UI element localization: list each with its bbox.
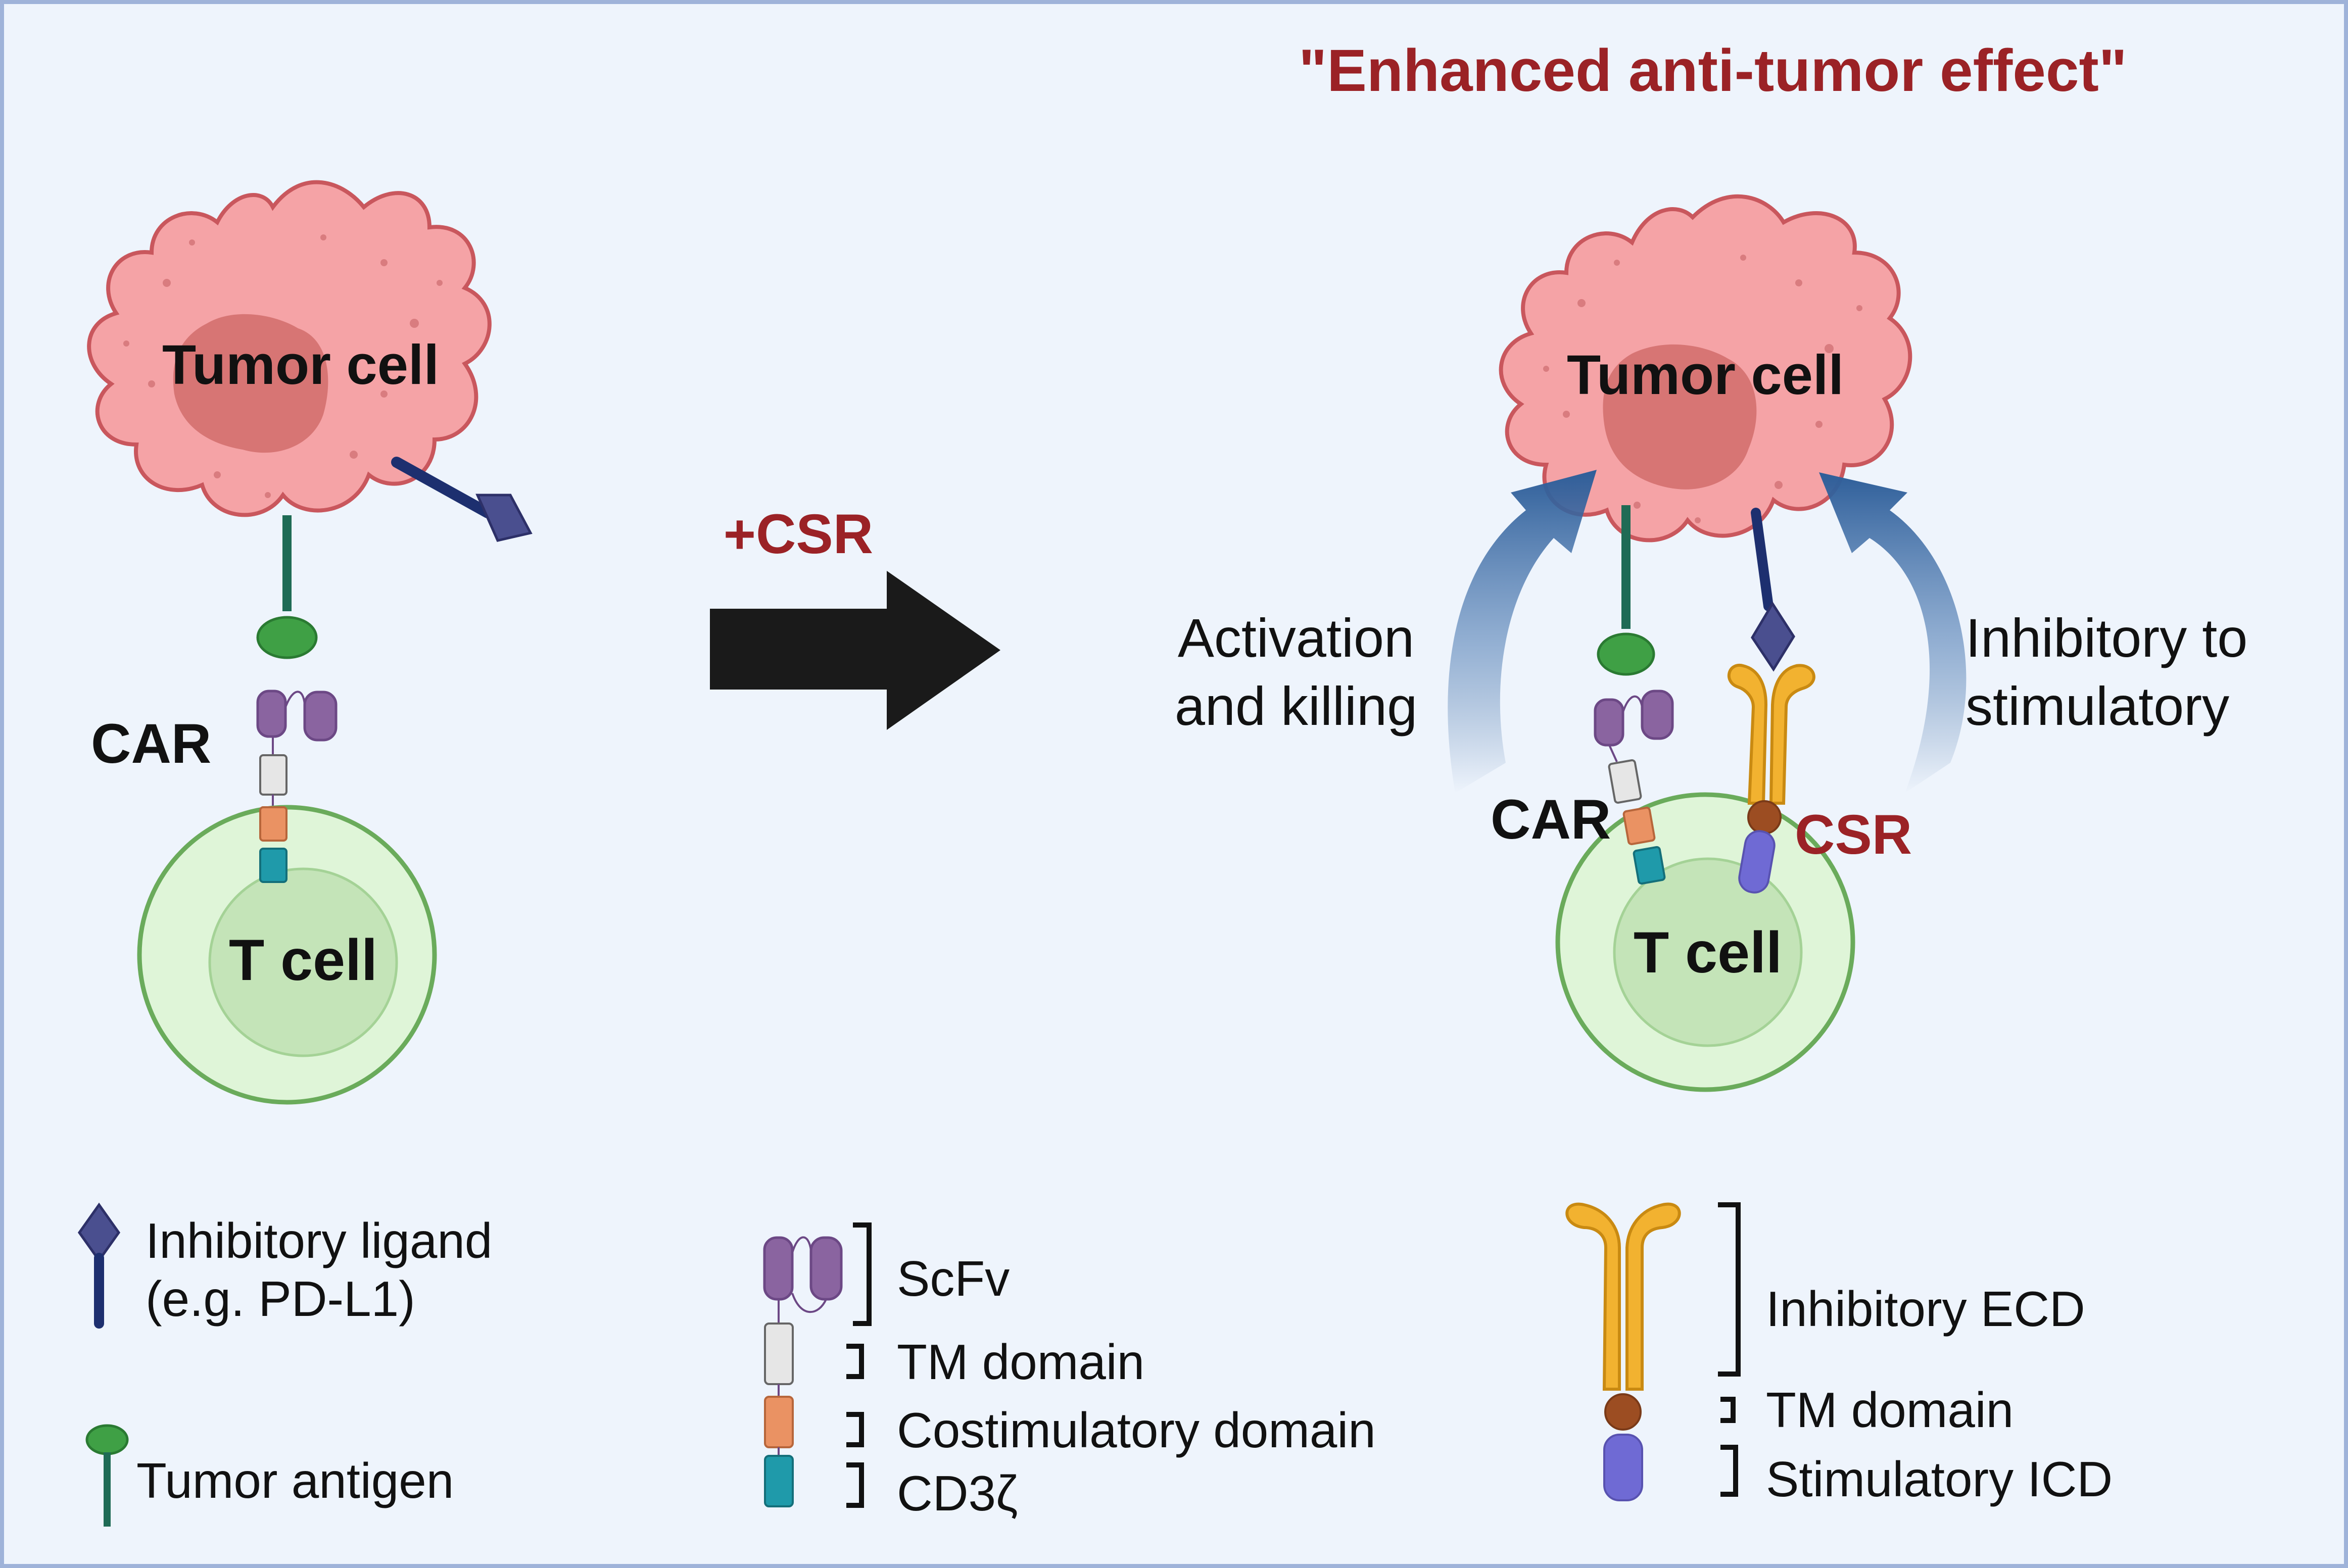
- left-panel: Tumor cell CAR T cell: [87, 180, 533, 1105]
- legend-cd3z-label: CD3ζ: [897, 1465, 1018, 1521]
- inhibitory-label-line2: stimulatory: [1966, 675, 2229, 737]
- left-tumor-speckles: [123, 234, 443, 498]
- left-ligand-stem: [391, 457, 493, 518]
- transition-label: +CSR: [724, 503, 873, 565]
- legend-csr-tm-label: TM domain: [1766, 1382, 2014, 1438]
- left-car-scfv-b: [303, 691, 338, 742]
- left-car-cd3z-overlay: [259, 848, 287, 883]
- left-antigen-head: [256, 616, 318, 659]
- left-ligand-head: [475, 494, 533, 542]
- right-panel: Tumor cell Activation and killing Inhibi…: [1175, 194, 2247, 1092]
- inhibitory-arrow: [1819, 472, 1967, 793]
- right-ligand-stem: [1751, 508, 1774, 611]
- right-tumor-label: Tumor cell: [1567, 344, 1844, 406]
- right-t-cell-nucleus: [1613, 857, 1803, 1047]
- left-tumor-nucleus: [173, 314, 328, 453]
- right-car-construct: [1594, 690, 1674, 885]
- left-car-costim-overlay: [259, 806, 287, 842]
- right-csr-construct: [1728, 663, 1815, 894]
- legend-bracket-scfv: [853, 1222, 872, 1326]
- legend: Inhibitory ligand (e.g. PD-L1) Tumor ant…: [77, 1202, 2113, 1527]
- legend-bracket-csr-tm: [1720, 1397, 1736, 1423]
- legend-costim-label: Costimulatory domain: [897, 1402, 1376, 1458]
- left-tcell-label: T cell: [229, 928, 377, 993]
- legend-bracket-icd: [1720, 1445, 1738, 1497]
- left-car-tm: [259, 754, 287, 796]
- left-car-scfv-a: [256, 690, 287, 738]
- figure-title: "Enhanced anti-tumor effect": [1299, 37, 2127, 104]
- activation-label-line1: Activation: [1178, 607, 1414, 668]
- right-csr-label: CSR: [1795, 804, 1912, 866]
- right-car-label: CAR: [1491, 789, 1611, 851]
- right-tumor-speckles: [1543, 255, 1862, 523]
- right-ligand-head: [1751, 601, 1795, 672]
- legend-car-icon: [763, 1236, 843, 1507]
- legend-ligand-line1: Inhibitory ligand: [146, 1213, 492, 1268]
- legend-tm-label: TM domain: [897, 1334, 1144, 1390]
- legend-csr-icon: [1565, 1202, 1681, 1501]
- legend-bracket-ecd: [1718, 1202, 1741, 1377]
- right-antigen-head: [1597, 632, 1655, 676]
- legend-ligand-line2: (e.g. PD-L1): [146, 1271, 415, 1327]
- activation-arrow: [1448, 470, 1597, 793]
- right-tumor-nucleus: [1603, 344, 1757, 489]
- legend-scfv-label: ScFv: [897, 1251, 1010, 1306]
- left-t-cell-nucleus: [208, 867, 398, 1057]
- legend-ecd-label: Inhibitory ECD: [1766, 1281, 2085, 1337]
- legend-antigen-label: Tumor antigen: [136, 1453, 454, 1508]
- legend-antigen-icon: [85, 1424, 129, 1455]
- legend-bracket-tm: [846, 1344, 864, 1379]
- legend-icd-label: Stimulatory ICD: [1766, 1451, 2113, 1507]
- left-tumor-label: Tumor cell: [162, 334, 439, 396]
- legend-bracket-cd3z: [846, 1462, 864, 1508]
- legend-bracket-costim: [846, 1412, 864, 1447]
- left-car-label: CAR: [91, 713, 211, 775]
- transition-arrow: [710, 571, 1000, 730]
- inhibitory-label-line1: Inhibitory to: [1966, 607, 2247, 668]
- activation-label-line2: and killing: [1175, 675, 1417, 737]
- right-tcell-label: T cell: [1634, 920, 1782, 985]
